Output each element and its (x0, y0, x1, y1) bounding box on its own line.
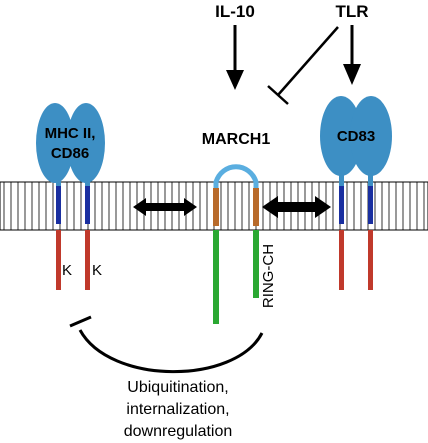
march1-ring-ch-domain (253, 230, 259, 298)
march1-tail-left (213, 230, 219, 324)
il10-activation-arrow-icon (226, 25, 244, 90)
outcome-line3: downregulation (124, 423, 233, 440)
cd83-transmembrane-right (368, 186, 373, 224)
tlr-activation-arrow-icon (343, 25, 361, 85)
march1-protein (213, 164, 259, 324)
downregulation-inhibition-arc-icon (69, 315, 264, 374)
tlr-inhibition-icon (267, 26, 339, 105)
mhc-tail-right (85, 230, 90, 290)
lysine-left-label: K (62, 262, 72, 279)
tlr-label: TLR (335, 2, 368, 21)
march1-extracellular-loop (213, 164, 259, 190)
mhc-cd86-receptor (36, 103, 105, 290)
cd83-tail-left (339, 230, 344, 290)
double-headed-arrow-icon-left (133, 198, 197, 216)
mhc-transmembrane-right (85, 186, 90, 224)
lysine-right-label: K (92, 262, 102, 279)
march1-label: MARCH1 (202, 131, 271, 148)
ring-ch-label: RING-CH (260, 244, 277, 308)
cd83-tail-right (368, 230, 373, 290)
outcome-line1: Ubiquitination, (127, 379, 228, 396)
mhc-label-line2: CD86 (51, 145, 89, 162)
march1-tm-right (253, 188, 259, 226)
mhc-tail-left (56, 230, 61, 290)
outcome-line2: internalization, (126, 401, 229, 418)
mhc-transmembrane-left (56, 186, 61, 224)
cd83-label: CD83 (337, 128, 375, 145)
mhc-label-line1: MHC II, (45, 125, 96, 142)
il10-label: IL-10 (215, 2, 255, 21)
double-headed-arrow-icon-right (262, 196, 331, 218)
march1-tm-left (213, 188, 219, 226)
cd83-transmembrane-left (339, 186, 344, 224)
cd83-receptor (320, 96, 392, 290)
